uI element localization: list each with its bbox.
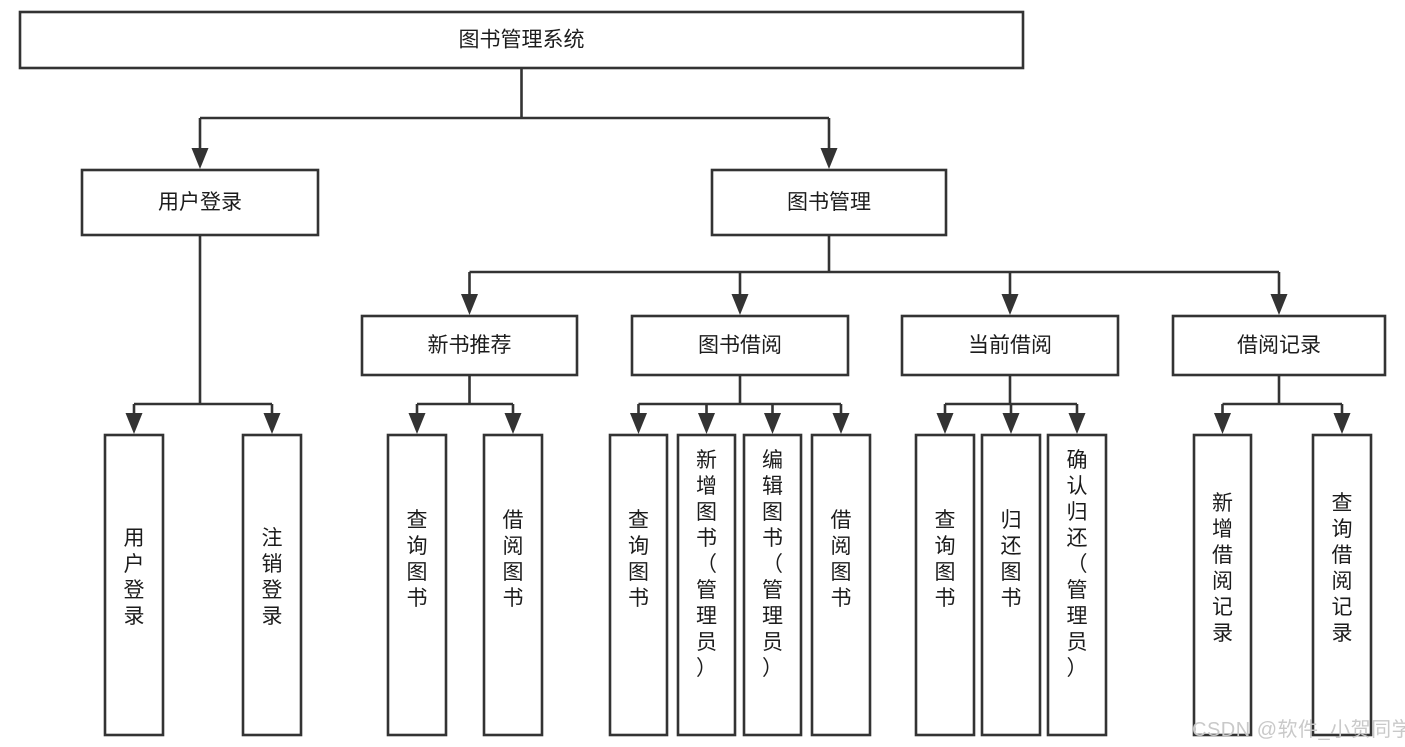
arrow-head-icon xyxy=(125,413,143,434)
node-book-borrow[interactable]: 图书借阅 xyxy=(630,314,850,377)
node-label-current-borrow: 当前借阅 xyxy=(968,334,1052,357)
node-box-leaf-query-book-3 xyxy=(914,433,976,737)
connector-group-new-book-recommend xyxy=(408,375,522,434)
node-book-manage[interactable]: 图书管理 xyxy=(710,168,948,237)
arrow-head-icon xyxy=(832,413,850,434)
node-label-leaf-confirm-return: 确认归还（管理员） xyxy=(1067,449,1088,680)
connector-group-book-manage xyxy=(461,235,1288,315)
node-leaf-confirm-return[interactable]: 确认归还（管理员） xyxy=(1046,433,1108,737)
node-box-leaf-add-book xyxy=(676,433,737,737)
arrow-head-icon xyxy=(191,148,209,169)
arrow-head-icon xyxy=(698,413,715,434)
connector-group-current-borrow xyxy=(936,375,1086,434)
arrow-head-icon xyxy=(820,148,838,169)
arrow-head-icon xyxy=(461,294,478,315)
node-label-leaf-query-book-2: 查询图书 xyxy=(628,509,649,610)
arrow-head-icon xyxy=(1068,413,1086,434)
node-leaf-add-book[interactable]: 新增图书（管理员） xyxy=(676,433,737,737)
arrow-head-icon xyxy=(630,413,647,434)
arrow-head-icon xyxy=(263,413,281,434)
node-label-leaf-query-record: 查询借阅记录 xyxy=(1332,492,1353,645)
node-label-leaf-add-record: 新增借阅记录 xyxy=(1212,492,1233,645)
arrow-head-icon xyxy=(504,413,522,434)
node-borrow-record[interactable]: 借阅记录 xyxy=(1171,314,1387,377)
node-label-leaf-query-book-3: 查询图书 xyxy=(935,509,956,610)
connector-layer xyxy=(125,68,1351,434)
node-box-user-login xyxy=(80,168,320,237)
node-box-leaf-confirm-return xyxy=(1046,433,1108,737)
arrow-head-icon xyxy=(1002,413,1020,434)
node-label-leaf-query-book-1: 查询图书 xyxy=(407,509,428,610)
node-box-borrow-record xyxy=(1171,314,1387,377)
node-leaf-add-record[interactable]: 新增借阅记录 xyxy=(1192,433,1253,737)
arrow-head-icon xyxy=(1001,294,1019,315)
node-box-leaf-add-record xyxy=(1192,433,1253,737)
connector-group-user-login xyxy=(125,235,281,434)
node-leaf-query-book-1[interactable]: 查询图书 xyxy=(386,433,448,737)
node-root[interactable]: 图书管理系统 xyxy=(18,10,1025,70)
connector-group-root xyxy=(191,68,838,169)
node-box-leaf-edit-book xyxy=(742,433,803,737)
node-leaf-query-book-2[interactable]: 查询图书 xyxy=(608,433,669,737)
node-box-leaf-query-book-1 xyxy=(386,433,448,737)
node-label-user-login: 用户登录 xyxy=(158,191,242,214)
node-current-borrow[interactable]: 当前借阅 xyxy=(900,314,1120,377)
node-leaf-user-login[interactable]: 用户登录 xyxy=(103,433,165,737)
arrow-head-icon xyxy=(1333,413,1351,434)
node-leaf-query-book-3[interactable]: 查询图书 xyxy=(914,433,976,737)
node-label-book-manage: 图书管理 xyxy=(787,191,871,214)
node-box-leaf-return-book xyxy=(980,433,1042,737)
node-new-book-recommend[interactable]: 新书推荐 xyxy=(360,314,579,377)
node-leaf-borrow-book-2[interactable]: 借阅图书 xyxy=(810,433,872,737)
node-label-book-borrow: 图书借阅 xyxy=(698,334,782,357)
arrow-head-icon xyxy=(408,413,426,434)
node-box-new-book-recommend xyxy=(360,314,579,377)
node-box-leaf-query-record xyxy=(1311,433,1373,737)
node-leaf-return-book[interactable]: 归还图书 xyxy=(980,433,1042,737)
node-box-current-borrow xyxy=(900,314,1120,377)
arrow-head-icon xyxy=(936,413,954,434)
node-box-leaf-query-book-2 xyxy=(608,433,669,737)
node-label-leaf-return-book: 归还图书 xyxy=(1001,509,1022,610)
node-label-borrow-record: 借阅记录 xyxy=(1237,334,1321,357)
node-leaf-query-record[interactable]: 查询借阅记录 xyxy=(1311,433,1373,737)
node-box-leaf-logout xyxy=(241,433,303,737)
node-leaf-logout[interactable]: 注销登录 xyxy=(241,433,303,737)
node-layer: 图书管理系统用户登录图书管理新书推荐图书借阅当前借阅借阅记录用户登录注销登录查询… xyxy=(18,10,1387,737)
node-label-leaf-borrow-book-1: 借阅图书 xyxy=(503,509,524,610)
arrow-head-icon xyxy=(1270,294,1288,315)
node-box-leaf-borrow-book-1 xyxy=(482,433,544,737)
node-label-leaf-edit-book: 编辑图书（管理员） xyxy=(762,449,783,680)
node-user-login[interactable]: 用户登录 xyxy=(80,168,320,237)
node-label-leaf-user-login: 用户登录 xyxy=(124,527,145,628)
node-box-root xyxy=(18,10,1025,70)
connector-group-borrow-record xyxy=(1214,375,1351,434)
node-box-book-manage xyxy=(710,168,948,237)
node-label-new-book-recommend: 新书推荐 xyxy=(428,334,512,357)
arrow-head-icon xyxy=(731,294,749,315)
node-label-leaf-add-book: 新增图书（管理员） xyxy=(696,449,717,680)
node-box-book-borrow xyxy=(630,314,850,377)
node-label-leaf-borrow-book-2: 借阅图书 xyxy=(831,509,852,610)
node-box-leaf-borrow-book-2 xyxy=(810,433,872,737)
node-label-leaf-logout: 注销登录 xyxy=(262,527,283,628)
arrow-head-icon xyxy=(1214,413,1231,434)
node-leaf-borrow-book-1[interactable]: 借阅图书 xyxy=(482,433,544,737)
connector-group-book-borrow xyxy=(630,375,850,434)
node-label-root: 图书管理系统 xyxy=(459,29,585,52)
arrow-head-icon xyxy=(764,413,781,434)
node-box-leaf-user-login xyxy=(103,433,165,737)
node-leaf-edit-book[interactable]: 编辑图书（管理员） xyxy=(742,433,803,737)
